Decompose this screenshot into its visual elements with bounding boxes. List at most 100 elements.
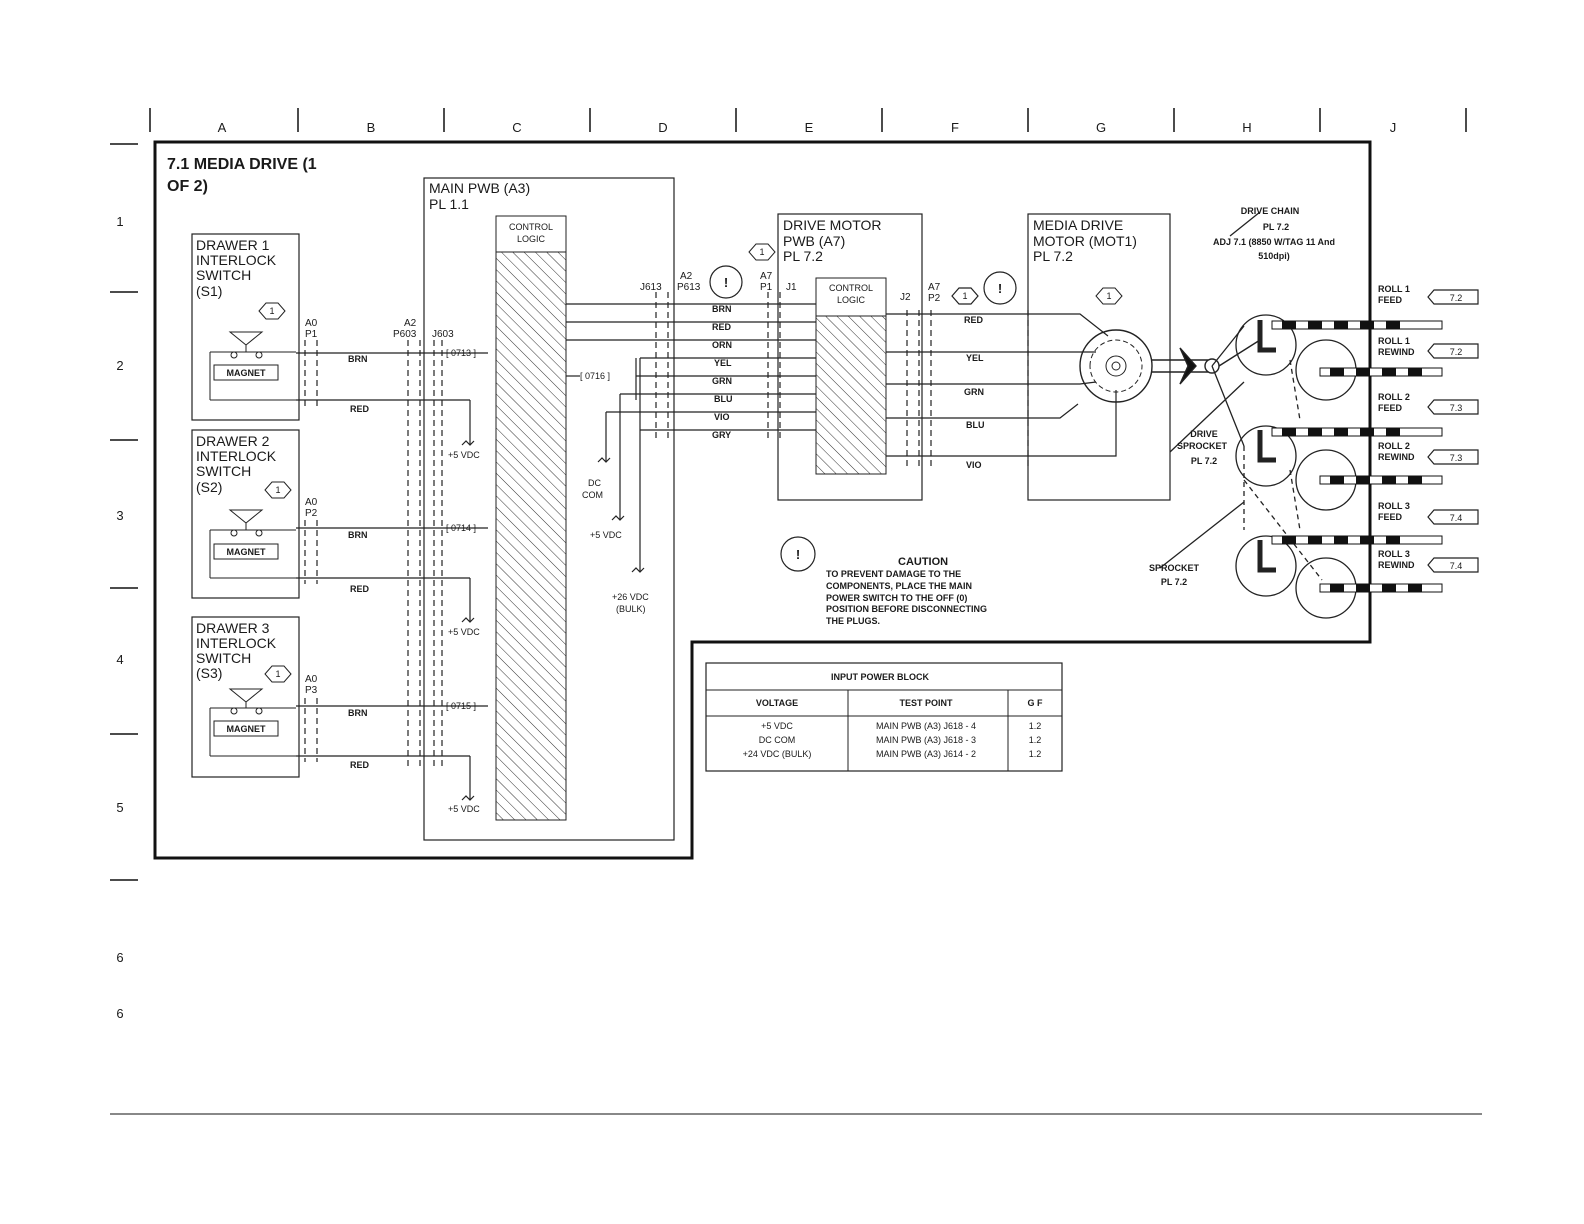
wire-label: BRN xyxy=(348,708,368,718)
connector-label: P603 xyxy=(393,329,417,340)
vdc-label: +26 VDC xyxy=(612,592,649,602)
drive-shaft xyxy=(1152,339,1261,385)
row-label: 4 xyxy=(116,652,123,667)
control-logic-hatch xyxy=(495,251,567,821)
vdc-label: (BULK) xyxy=(616,604,646,614)
roll-ref: 7.3 xyxy=(1450,453,1463,463)
roll-label: ROLL 2 xyxy=(1378,441,1410,451)
svg-text:!: ! xyxy=(724,275,728,290)
connector-label: P2 xyxy=(928,293,941,304)
caution-block: ! CAUTION TO PREVENT DAMAGE TO THE COMPO… xyxy=(780,536,987,626)
table-header: VOLTAGE xyxy=(756,698,798,708)
drive-chain-label: ADJ 7.1 (8850 W/TAG 11 And xyxy=(1213,237,1335,247)
column-label: C xyxy=(512,120,521,135)
table-cell: MAIN PWB (A3) J618 - 3 xyxy=(876,735,976,745)
column-label: E xyxy=(805,120,814,135)
connector-label: A0 xyxy=(305,318,318,329)
test-point-label: [ 0716 ] xyxy=(580,371,610,381)
roll-label: ROLL 3 xyxy=(1378,549,1410,559)
roll-labels: ROLL 1 FEED ROLL 1 REWIND ROLL 2 FEED RO… xyxy=(1378,284,1415,570)
test-point-label: [ 0714 ] xyxy=(446,523,476,533)
row-label: 6 xyxy=(116,950,123,965)
connector-label: P2 xyxy=(305,508,318,519)
caution-icon: ! xyxy=(983,271,1017,305)
motor-pwb-test-points: [ 0716 ] DC COM +5 VDC +26 VDC (BULK) xyxy=(580,371,649,614)
roll-ref: 7.4 xyxy=(1450,561,1463,571)
wire-label: RED xyxy=(964,315,984,325)
drawer-test-points: [ 0713 ] [ 0714 ] [ 0715 ] +5 VDC +5 VDC… xyxy=(446,348,480,814)
caution-text: THE PLUGS. xyxy=(826,616,880,626)
connector-label: P3 xyxy=(305,685,318,696)
wire-label: BRN xyxy=(348,354,368,364)
connector-label: P1 xyxy=(305,329,318,340)
caution-icon: ! xyxy=(709,265,743,299)
svg-text:!: ! xyxy=(796,547,800,562)
roll-label: ROLL 1 xyxy=(1378,336,1410,346)
row-label: 2 xyxy=(116,358,123,373)
roll-shafts xyxy=(1271,320,1443,593)
row-labels: 1 2 3 4 5 6 6 xyxy=(116,214,123,1021)
table-cell: +5 VDC xyxy=(761,721,793,731)
column-label: A xyxy=(218,120,227,135)
column-label: J xyxy=(1390,120,1397,135)
drawer-2-label: DRAWER 2 xyxy=(196,433,270,449)
hexagon-badge-icon xyxy=(264,665,292,683)
roll-ref: 7.4 xyxy=(1450,513,1463,523)
control-logic-hatch xyxy=(815,315,887,475)
connector-label: J603 xyxy=(432,329,454,340)
connector-label: A7 xyxy=(760,271,773,282)
roll-label: FEED xyxy=(1378,403,1403,413)
wire-label: VIO xyxy=(714,412,730,422)
input-power-block-table: INPUT POWER BLOCK VOLTAGE TEST POINT G F… xyxy=(705,662,1063,772)
column-label: B xyxy=(367,120,376,135)
roll-label: FEED xyxy=(1378,512,1403,522)
vdc-label: +5 VDC xyxy=(448,804,480,814)
drawer-3-label: INTERLOCK xyxy=(196,635,277,651)
roll-label: ROLL 1 xyxy=(1378,284,1410,294)
wire-label: GRN xyxy=(712,376,732,386)
media-drive-motor: MEDIA DRIVE MOTOR (MOT1) PL 7.2 1 xyxy=(1027,213,1171,501)
badge-number: 1 xyxy=(759,247,764,257)
magnet-label: MAGNET xyxy=(227,547,266,557)
vdc-label: +5 VDC xyxy=(448,627,480,637)
magnet-label: MAGNET xyxy=(227,368,266,378)
hexagon-badge-icon xyxy=(1095,287,1123,305)
motor-output-wiring xyxy=(886,287,1117,457)
table-cell: 1.2 xyxy=(1029,749,1042,759)
hexagon-badge-icon xyxy=(748,243,776,261)
column-label: D xyxy=(658,120,667,135)
sprocket-label: PL 7.2 xyxy=(1161,577,1187,587)
drawer-1-label: DRAWER 1 xyxy=(196,237,270,253)
hexagon-badge-icon xyxy=(951,287,979,305)
drawer-2-interlock-switch: DRAWER 2 INTERLOCK SWITCH (S2) 1 MAGNET xyxy=(191,429,300,599)
test-point-label: [ 0713 ] xyxy=(446,348,476,358)
wire-label: BRN xyxy=(712,304,732,314)
caution-text: TO PREVENT DAMAGE TO THE xyxy=(826,569,961,579)
wire-label: VIO xyxy=(966,460,982,470)
roll-ref: 7.3 xyxy=(1450,403,1463,413)
main-pwb: MAIN PWB (A3) PL 1.1 CONTROL LOGIC xyxy=(423,177,675,841)
motor-icon xyxy=(1079,329,1153,403)
row-label: 3 xyxy=(116,508,123,523)
test-point-label: [ 0715 ] xyxy=(446,701,476,711)
caution-icon xyxy=(780,536,816,572)
control-logic-label: LOGIC xyxy=(517,234,546,244)
title-line-2: OF 2) xyxy=(167,178,208,195)
roll-sprockets xyxy=(1235,314,1357,619)
drawer-2-label: (S2) xyxy=(196,479,222,495)
hexagon-badge-icon xyxy=(258,302,286,320)
connector-label: A7 xyxy=(928,282,941,293)
connector-label: A2 xyxy=(404,318,417,329)
connector-label: A0 xyxy=(305,674,318,685)
drawer-1-interlock-switch: DRAWER 1 INTERLOCK SWITCH (S1) 1 MAGNET xyxy=(191,233,300,421)
table-cell: DC COM xyxy=(759,735,796,745)
roll-ref: 7.2 xyxy=(1450,293,1463,303)
drawer-3-label: DRAWER 3 xyxy=(196,620,270,636)
sprocket-icon xyxy=(1235,535,1297,597)
drawer-1-label: (S1) xyxy=(196,283,222,299)
wire-label: RED xyxy=(712,322,732,332)
roll-label: FEED xyxy=(1378,295,1403,305)
table-cell: MAIN PWB (A3) J614 - 2 xyxy=(876,749,976,759)
table-header: TEST POINT xyxy=(899,698,953,708)
